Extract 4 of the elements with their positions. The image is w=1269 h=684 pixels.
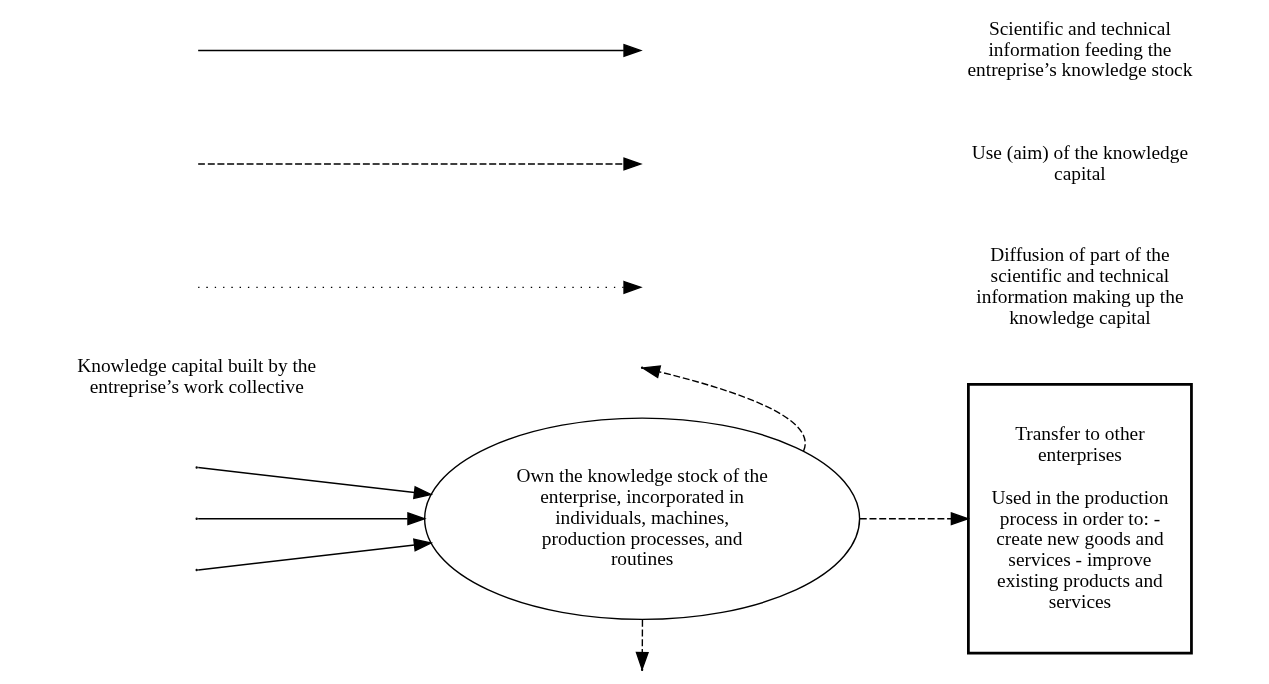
- legend-label: Use (aim) of the knowledge capital: [971, 141, 1189, 184]
- label: Knowledge capital built by the entreprise’s work collective: [77, 355, 317, 397]
- legend-label: Diffusion of part of the scientific and technical information making up the knowledge capital: [976, 244, 1184, 328]
- legend-label: Scientific and technical information feeding the entreprise’s knowledge stock: [967, 17, 1193, 81]
